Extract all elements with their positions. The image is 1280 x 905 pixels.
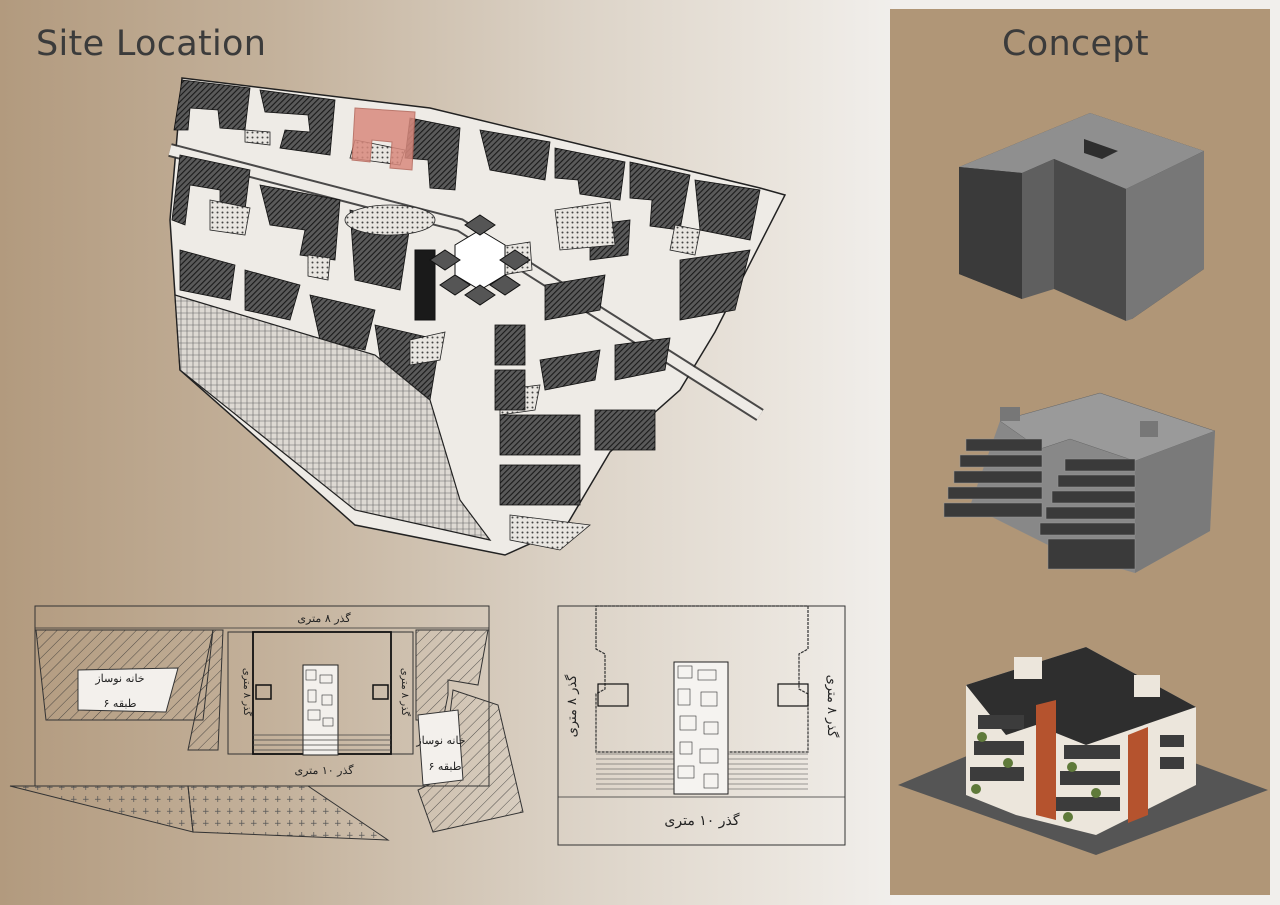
site-map [168, 77, 787, 556]
rendered-building-icon [898, 647, 1268, 855]
hatched-buildings [171, 79, 761, 401]
floor-plan-right: گذر ۸ متری گذر ۸ متری گذر ۱۰ متری [557, 605, 846, 846]
site-location-heading: Site Location [36, 24, 267, 64]
plan-right-road-right-label: گذر ۸ متری [824, 675, 840, 739]
neighbor-left-name: خانه نوساز [94, 672, 144, 685]
plan-left-road-right-label: گذر ۸ متری [399, 668, 411, 717]
neighbor-right-floors: ۶ طبقه [429, 760, 462, 773]
southeast-blocks [494, 324, 656, 506]
neighbor-right-name: خانه نوساز [415, 734, 465, 747]
concept-panel: Concept [890, 9, 1270, 895]
project-site-highlight [351, 107, 416, 171]
plan-right-road-left-label: گذر ۸ متری [564, 674, 580, 738]
plan-left-road-top-label: گذر ۸ متری [297, 612, 351, 625]
south-residential-grid [174, 294, 492, 541]
terraced-block-massing-icon [943, 392, 1216, 573]
u-shaped-block-massing-icon [959, 113, 1204, 321]
concept-heading: Concept [1002, 24, 1149, 64]
neighbor-left-floors: ۶ طبقه [104, 697, 137, 710]
site-plan-left: + گذر ۸ متری گذر ۸ متری گذر ۸ متری گذر ۱… [9, 605, 524, 841]
plan-left-road-left-label: گذر ۸ متری [241, 668, 253, 717]
central-star-plaza [414, 214, 531, 321]
plan-left-road-bottom-label: گذر ۱۰ متری [294, 764, 354, 777]
plan-right-road-bottom-label: گذر ۱۰ متری [664, 812, 739, 829]
